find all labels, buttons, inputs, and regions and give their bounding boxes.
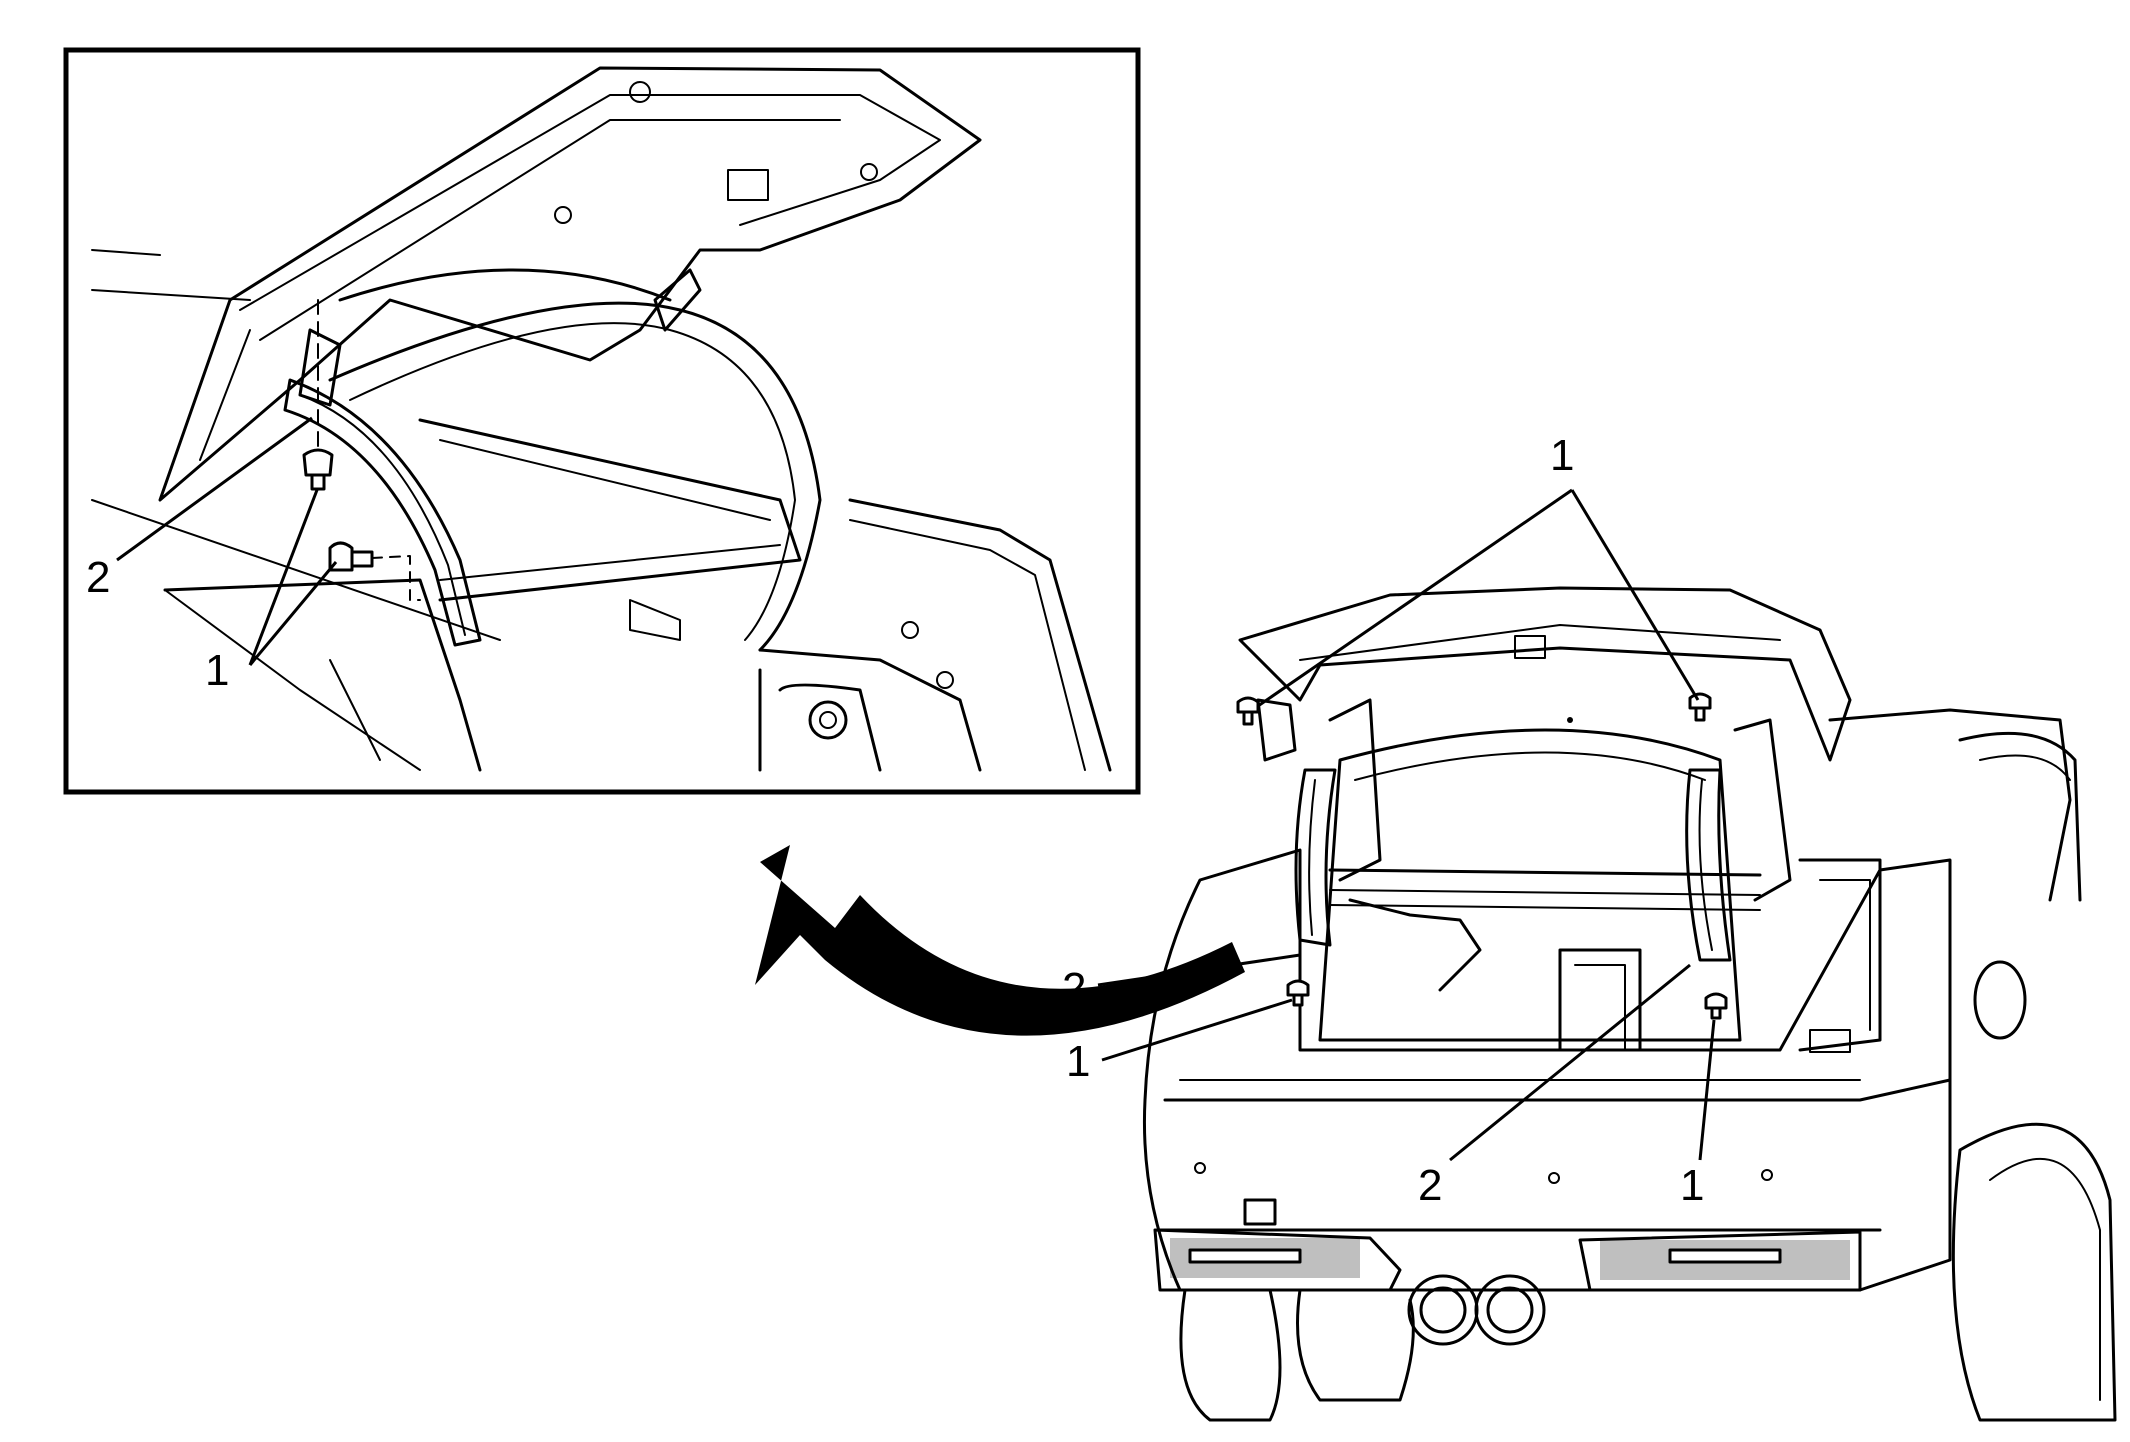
inset-frame bbox=[63, 47, 1141, 795]
main-callout-fastener-right: 1 bbox=[1680, 1161, 1704, 1210]
main-fasteners bbox=[1236, 692, 1728, 1020]
main-trim-panel-left bbox=[1256, 698, 1382, 947]
inset-detail-view: 1 2 bbox=[63, 47, 1141, 795]
push-pin-retainer-icon bbox=[1688, 692, 1712, 722]
main-trunk-opening bbox=[1318, 728, 1762, 1052]
inset-callout-fastener: 1 bbox=[205, 646, 229, 695]
push-pin-retainer-icon bbox=[1704, 992, 1728, 1020]
push-pin-retainer-icon bbox=[1236, 696, 1260, 726]
inset-trunk-lid bbox=[158, 66, 982, 502]
inset-fasteners bbox=[302, 299, 421, 601]
push-pin-retainer-icon bbox=[1286, 979, 1310, 1007]
main-wheels bbox=[1179, 1122, 2117, 1422]
main-callout-trim-left: 2 bbox=[1062, 964, 1086, 1013]
main-callout-trim-right: 2 bbox=[1418, 1161, 1442, 1210]
main-leader-lines bbox=[1097, 488, 1716, 1162]
inset-trunk-opening bbox=[328, 268, 822, 652]
inset-callout-trim: 2 bbox=[86, 553, 110, 602]
main-right-quarter bbox=[1798, 708, 2082, 1053]
main-callout-fastener-left: 1 bbox=[1066, 1037, 1090, 1086]
main-trim-panel-right bbox=[1685, 718, 1792, 962]
inset-leader-lines bbox=[116, 416, 338, 666]
push-pin-retainer-icon bbox=[302, 299, 334, 491]
main-rear-bumper bbox=[1142, 848, 1952, 1346]
main-trunk-lid bbox=[1238, 586, 1852, 762]
vehicle-rear-view: 1 2 1 2 1 bbox=[1062, 431, 2117, 1422]
inset-trim-panel bbox=[283, 328, 482, 647]
inset-body-lines bbox=[91, 249, 1112, 772]
curved-direction-arrow bbox=[755, 845, 1245, 1036]
main-callout-fastener-upper: 1 bbox=[1550, 431, 1574, 480]
